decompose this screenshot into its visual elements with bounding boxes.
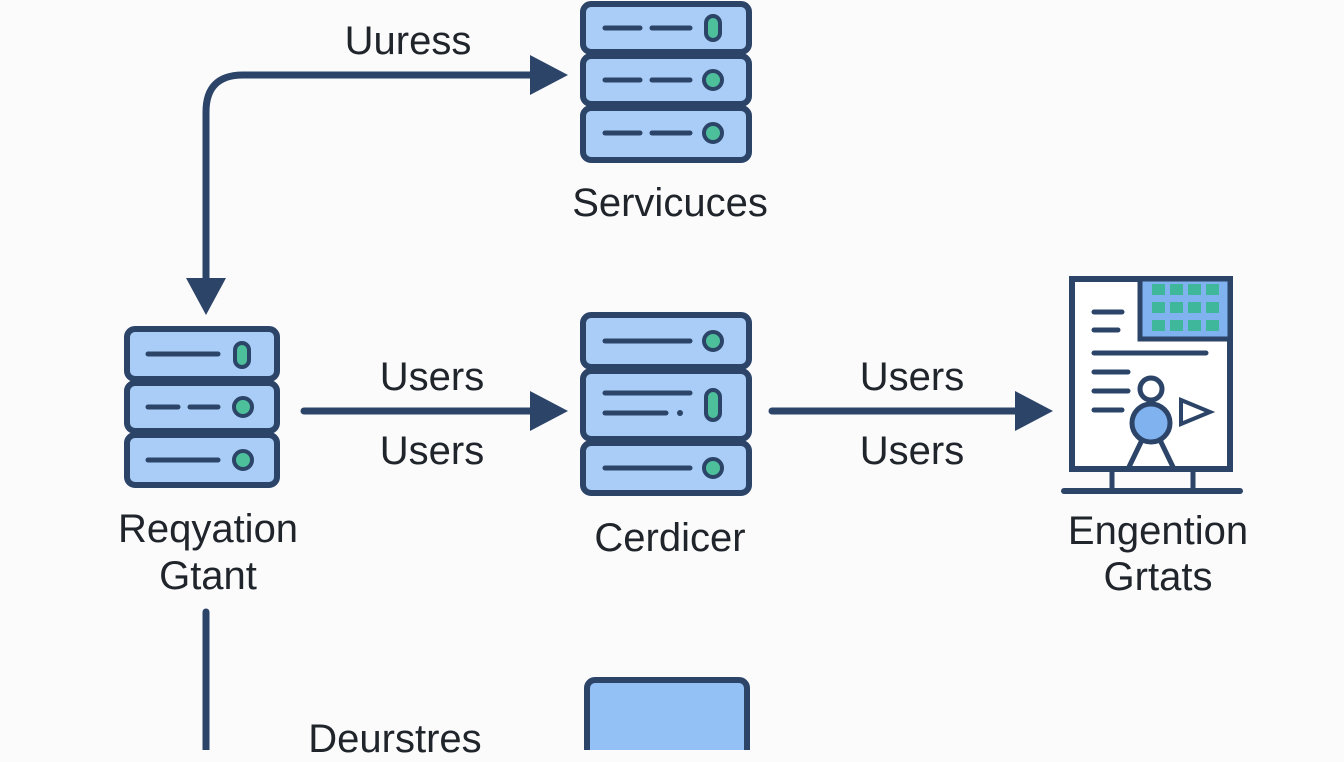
monitor-screen-icon bbox=[584, 677, 750, 750]
node-label-grtats: Grtats bbox=[1103, 555, 1213, 599]
server-icon bbox=[124, 326, 280, 488]
server-icon bbox=[580, 1, 752, 163]
arrowhead-cerdicer bbox=[530, 391, 568, 431]
dashboard-monitor-icon bbox=[1061, 276, 1243, 494]
edge-label-users-4: Users bbox=[859, 429, 965, 473]
node-label-cerdicer: Cerdicer bbox=[594, 516, 746, 560]
server-icon bbox=[580, 312, 752, 496]
edge-label-users-2: Users bbox=[379, 429, 485, 473]
edge-label-users-3: Users bbox=[859, 355, 965, 399]
node-label-engention: Engention bbox=[1067, 509, 1249, 553]
edge-label-users-1: Users bbox=[379, 355, 485, 399]
arrowhead-services bbox=[530, 55, 568, 95]
edge-label-uuress: Uuress bbox=[344, 19, 472, 63]
arrowhead-down-reqyation bbox=[186, 278, 226, 315]
edge-label-deurstres: Deurstres bbox=[308, 717, 482, 761]
edge-to-services bbox=[202, 71, 539, 294]
arrowhead-engention bbox=[1015, 391, 1053, 431]
node-label-reqyation: Reqyation bbox=[117, 507, 299, 551]
node-label-services: Servicuces bbox=[572, 181, 768, 225]
node-label-gtant: Gtant bbox=[159, 554, 257, 598]
